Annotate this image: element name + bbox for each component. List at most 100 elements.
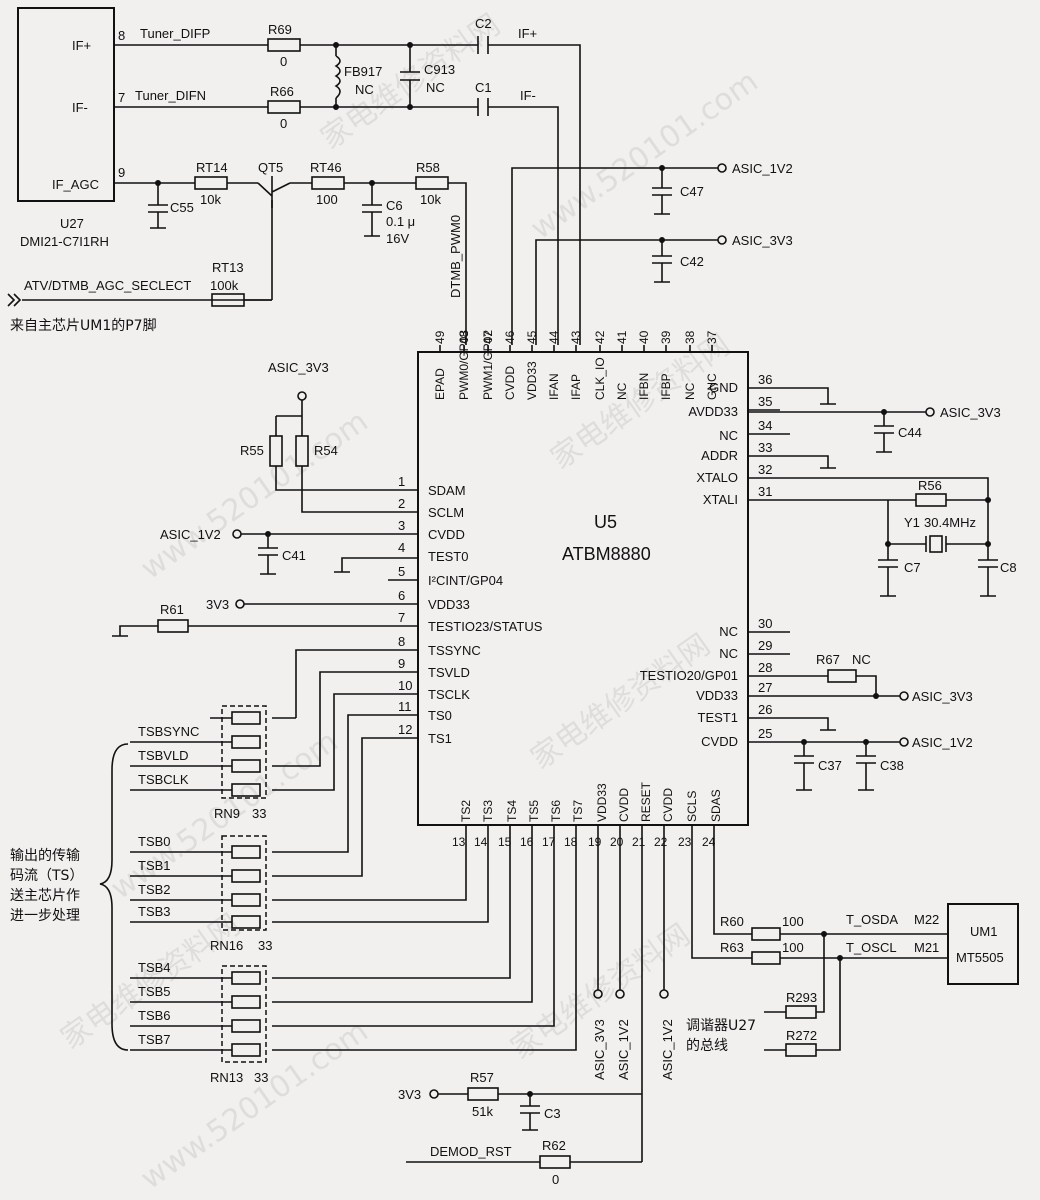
chip-pin-name: AVDD33	[688, 404, 738, 419]
capacitor-symbol	[477, 36, 489, 54]
bottom-circuit: ASIC_3V3 ASIC_1V2 ASIC_1V2 3V3 R57 51k C…	[398, 825, 1019, 1187]
component-ref: R56	[918, 478, 942, 493]
component-ref: C3	[544, 1106, 561, 1121]
chip-pin-num: 31	[758, 484, 772, 499]
component-value: NC	[355, 82, 374, 97]
resistor-symbol	[539, 1155, 571, 1169]
chip-pin-num: 45	[525, 330, 539, 344]
component-ref: C37	[818, 758, 842, 773]
chip-pin-num: 15	[498, 835, 512, 849]
rail-label: ASIC_3V3	[732, 233, 793, 248]
net-label: TSB0	[138, 834, 171, 849]
agc-path: RT14 10k C55 QT5 RT46 100 C6 0.1 μ 16V R…	[7, 160, 467, 345]
tuner-pin-name: IF_AGC	[52, 177, 99, 192]
chip-pin-name: TS7	[571, 800, 585, 822]
resistor-symbol	[415, 176, 449, 190]
annotation-note: 调谐器U27	[686, 1018, 756, 1034]
chip-pin-num: 49	[433, 330, 447, 344]
resistor-symbol	[751, 927, 781, 941]
component-value: 10k	[200, 192, 221, 207]
chip-box	[417, 351, 749, 826]
net-label: DEMOD_RST	[430, 1144, 512, 1159]
component-ref: RN13	[210, 1070, 243, 1085]
component-ref: RT13	[212, 260, 244, 275]
chip-pin-num: 25	[758, 726, 772, 741]
watermark: www.520101.com	[135, 404, 375, 587]
chip-pin-name: GNC	[705, 373, 719, 400]
chip-pin-name: TS5	[527, 800, 541, 822]
resistor-symbol	[785, 1005, 817, 1019]
net-label: DTMB_PWM0	[448, 215, 463, 298]
watermark: 家电维修资料网	[525, 627, 717, 776]
chip-pin-num: 6	[398, 588, 405, 603]
rail-label: ASIC_1V2	[912, 735, 973, 750]
component-ref: C47	[680, 184, 704, 199]
resistor-symbol	[267, 100, 301, 114]
tuner-pin-num: 9	[118, 165, 125, 180]
rail-label: 3V3	[398, 1087, 421, 1102]
component-ref: RT14	[196, 160, 228, 175]
component-ref: R60	[720, 914, 744, 929]
component-ref: R66	[270, 84, 294, 99]
component-value: NC	[852, 652, 871, 667]
chip-pin-num: 36	[758, 372, 772, 387]
chip-pin-name: VDD33	[428, 597, 470, 612]
resistor-symbol	[915, 493, 947, 507]
component-value: 100k	[210, 278, 239, 293]
component-value: 33	[258, 938, 272, 953]
rail-label: ASIC_3V3	[268, 360, 329, 375]
chip-pin-name: ADDR	[701, 448, 738, 463]
component-value: 100	[782, 914, 804, 929]
chip-pin-name: VDD33	[696, 688, 738, 703]
net-label: ATV/DTMB_AGC_SECLECT	[24, 278, 191, 293]
chip-pin-num: 26	[758, 702, 772, 717]
chip-pin-num: 10	[398, 678, 412, 693]
net-label: TSB5	[138, 984, 171, 999]
chip-pin-name: TSCLK	[428, 687, 470, 702]
resistor-symbol	[267, 38, 301, 52]
component-ref: UM1	[970, 924, 997, 939]
chip-pin-name: TSVLD	[428, 665, 470, 680]
rail-label: ASIC_1V2	[732, 161, 793, 176]
chip-ref: U5	[594, 512, 617, 532]
component-ref: R61	[160, 602, 184, 617]
chip-pin-num: 28	[758, 660, 772, 675]
resistor-symbol	[157, 619, 189, 633]
chip-pin-num: 1	[398, 474, 405, 489]
component-value: 16V	[386, 231, 409, 246]
chip-pin-num: 12	[398, 722, 412, 737]
resistor-symbol	[194, 176, 228, 190]
gnd-line	[748, 387, 836, 405]
chip-pin-name: IFBP	[659, 373, 673, 400]
chip-pin-num: 39	[659, 330, 673, 344]
component-value: 30.4MHz	[924, 515, 976, 530]
rail-label: ASIC_3V3	[592, 1019, 607, 1080]
left-circuit: ASIC_3V3 R55 R54 ASIC_1V2 C41 3V3 R61	[112, 360, 418, 877]
net-label: TSBSYNC	[138, 724, 199, 739]
chip-pin-num: 22	[654, 835, 668, 849]
rail-label: ASIC_3V3	[912, 689, 973, 704]
ts-bus: TSBSYNC TSBVLD TSBCLK RN9 33 TSB0 TSB1 T…	[10, 705, 577, 1085]
chip-pin-num: 17	[542, 835, 556, 849]
component-ref: C41	[282, 548, 306, 563]
component-ref: C44	[898, 425, 922, 440]
crystal-symbol	[929, 535, 943, 553]
chip-pin-num: 40	[637, 330, 651, 344]
chip-pin-num: 42	[593, 330, 607, 344]
chip-pin-name: CVDD	[503, 366, 517, 400]
chip-pin-num: 7	[398, 610, 405, 625]
chip-pin-name: VDD33	[525, 361, 539, 400]
chip-pin-name: CVDD	[428, 527, 465, 542]
brace-symbol	[99, 743, 129, 1051]
annotation-note: 来自主芯片UM1的P7脚	[10, 318, 157, 334]
component-value: 100	[316, 192, 338, 207]
resistor-symbol	[311, 176, 345, 190]
chip-pin-name: NC	[615, 382, 629, 400]
watermark: www.520101.com	[135, 1014, 375, 1197]
chip-pin-num: 43	[569, 330, 583, 344]
chip-pin-num: 23	[678, 835, 692, 849]
chip-pin-name: IFBN	[637, 373, 651, 400]
chip-part: ATBM8880	[562, 544, 651, 564]
chip-pin-num: 37	[705, 330, 719, 344]
